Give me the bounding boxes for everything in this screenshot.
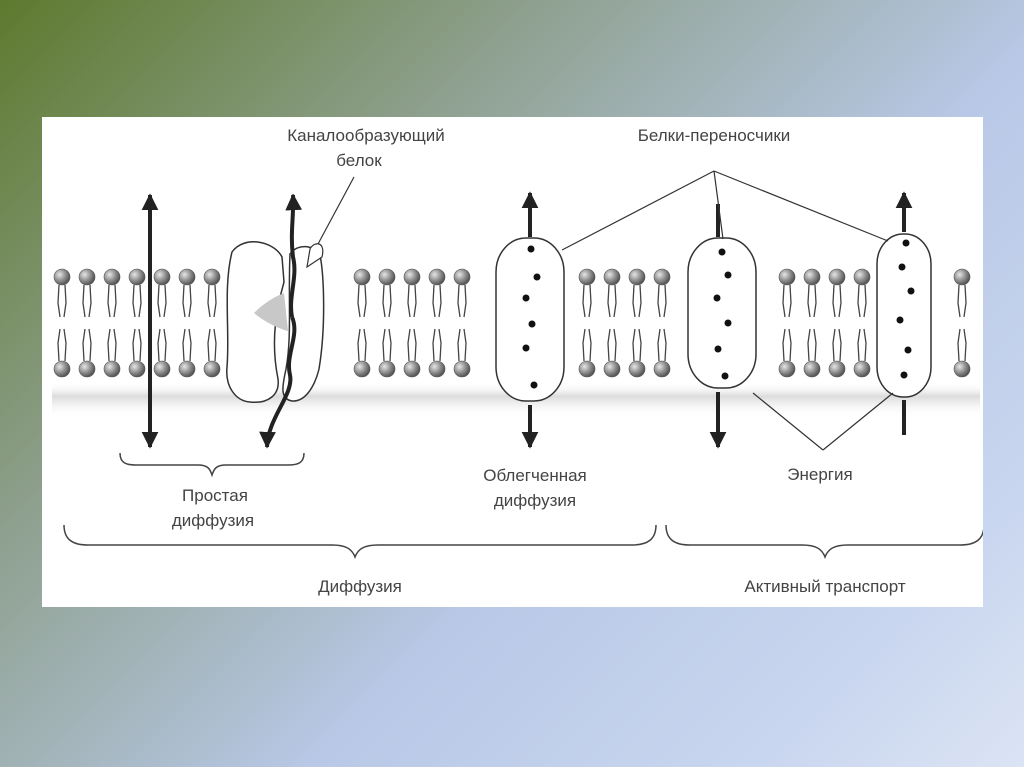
channel-protein <box>227 242 324 402</box>
lipid-head <box>454 269 470 285</box>
lipid-tails <box>58 285 66 361</box>
diffusion-label: Диффузия <box>318 577 402 596</box>
lipid-head <box>129 361 145 377</box>
lipid-head <box>829 269 845 285</box>
lipid-tails <box>958 285 966 361</box>
lipid-head <box>54 361 70 377</box>
carrier-protein-active-1 <box>688 238 756 388</box>
lipid-head <box>854 361 870 377</box>
energy-label: Энергия <box>787 465 852 484</box>
lipid-head <box>154 361 170 377</box>
simple-diffusion-brace <box>120 453 304 475</box>
lipid-head <box>204 361 220 377</box>
lipid-head <box>629 361 645 377</box>
lipid-head <box>854 269 870 285</box>
lipid-head <box>354 361 370 377</box>
lipid-head <box>779 269 795 285</box>
lipid-head <box>954 269 970 285</box>
lipid-tails <box>808 285 816 361</box>
lipid-head <box>629 269 645 285</box>
lipid-head <box>829 361 845 377</box>
lipid-head <box>454 361 470 377</box>
lipid-tails <box>133 285 141 361</box>
lipid-tails <box>633 285 641 361</box>
lipid-tails <box>83 285 91 361</box>
carrier-protein-facilitated <box>496 238 564 401</box>
membrane-transport-diagram: Каналообразующий белок Белки-переносчики… <box>42 117 983 607</box>
lipid-head <box>404 361 420 377</box>
channel-protein-label-line1: Каналообразующий <box>287 126 445 145</box>
diffusion-brace <box>64 525 656 557</box>
lipid-head <box>104 269 120 285</box>
lipid-head <box>604 361 620 377</box>
lipid-tails <box>583 285 591 361</box>
lipid-tails <box>658 285 666 361</box>
lipid-tails <box>458 285 466 361</box>
lipid-head <box>354 269 370 285</box>
lipid-head <box>429 361 445 377</box>
lipid-head <box>379 361 395 377</box>
lipid-tails <box>358 285 366 361</box>
lipid-head <box>604 269 620 285</box>
lipid-tails <box>208 285 216 361</box>
lipid-head <box>579 361 595 377</box>
simple-diffusion-label-line2: диффузия <box>172 511 254 530</box>
lipid-tails <box>158 285 166 361</box>
active-transport-brace <box>666 525 983 557</box>
lipid-head <box>79 269 95 285</box>
lipid-head <box>654 269 670 285</box>
carrier-proteins-label: Белки-переносчики <box>638 126 791 145</box>
lipid-head <box>779 361 795 377</box>
lipid-head <box>129 269 145 285</box>
lipid-head <box>204 269 220 285</box>
lipid-tails <box>858 285 866 361</box>
lipid-head <box>429 269 445 285</box>
diagram-panel: Каналообразующий белок Белки-переносчики… <box>42 117 983 607</box>
lipid-tails <box>833 285 841 361</box>
lipid-head <box>179 269 195 285</box>
lipid-head <box>804 269 820 285</box>
active-transport-label: Активный транспорт <box>744 577 905 596</box>
lipid-head <box>954 361 970 377</box>
lipid-head <box>104 361 120 377</box>
lipid-head <box>54 269 70 285</box>
lipid-head <box>79 361 95 377</box>
channel-protein-label-line2: белок <box>336 151 382 170</box>
facilitated-diffusion-label-line2: диффузия <box>494 491 576 510</box>
simple-diffusion-label-line1: Простая <box>182 486 248 505</box>
lipid-tails <box>408 285 416 361</box>
lipid-head <box>379 269 395 285</box>
facilitated-diffusion-label-line1: Облегченная <box>483 466 587 485</box>
lipid-head <box>404 269 420 285</box>
lipid-tails <box>108 285 116 361</box>
lipid-tails <box>183 285 191 361</box>
lipid-head <box>179 361 195 377</box>
lipid-head <box>579 269 595 285</box>
lipid-tails <box>383 285 391 361</box>
lipid-head <box>804 361 820 377</box>
lipid-tails <box>783 285 791 361</box>
lipid-head <box>654 361 670 377</box>
lipid-head <box>154 269 170 285</box>
lipid-tails <box>608 285 616 361</box>
lipid-tails <box>433 285 441 361</box>
